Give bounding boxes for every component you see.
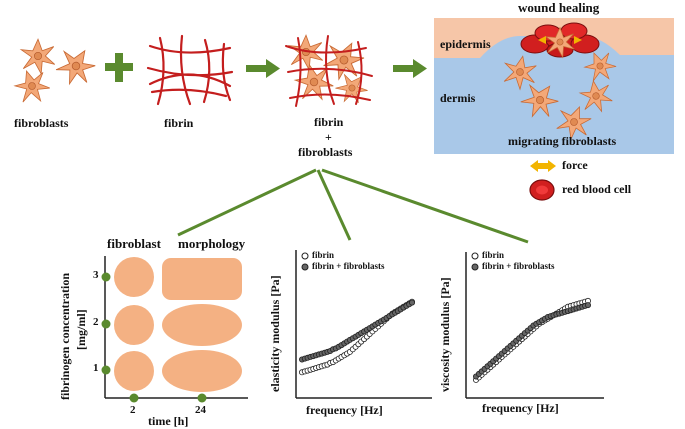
plus-icon [105, 53, 133, 82]
y-tick-2: 2 [93, 316, 99, 328]
fibroblasts-label: fibroblasts [14, 116, 69, 130]
arrow-right-icon [393, 59, 427, 78]
legend-marker-open [301, 252, 309, 260]
viscosity-x-label: frequency [Hz] [482, 401, 559, 415]
mixture-label-line2: fibroblasts [298, 145, 353, 159]
morphology-shape [114, 351, 154, 391]
epidermis-label: epidermis [440, 37, 491, 51]
legend-fibrin-fibroblasts: fibrin + fibroblasts [312, 261, 385, 271]
elasticity-data-points [298, 298, 415, 376]
migrating-fibroblasts-label: migrating fibroblasts [508, 134, 617, 148]
morphology-y-label-b: [mg/ml] [74, 309, 88, 350]
legend-fibrin: fibrin [482, 250, 505, 260]
tick-marker [101, 272, 111, 282]
fibrin-fibroblasts-data-point [408, 299, 415, 306]
fibrin-mesh [146, 34, 234, 106]
red-blood-cell-icon [529, 179, 555, 201]
mixture-label-line1: fibrin [314, 115, 344, 129]
tick-marker [101, 319, 111, 329]
viscosity-y-label: viscosity modulus [Pa] [438, 277, 452, 392]
morphology-title-b: morphology [178, 236, 246, 251]
red-blood-cell-cluster [520, 22, 600, 58]
fibroblast-cells [11, 38, 101, 108]
legend-marker-filled [301, 263, 309, 271]
morphology-shape [162, 350, 242, 392]
y-tick-3: 3 [93, 269, 99, 281]
fibrin-label: fibrin [164, 116, 194, 130]
legend-marker-filled [471, 263, 479, 271]
mixture-plus-label: + [325, 130, 332, 144]
wound-panel [434, 18, 674, 154]
rbc-legend-label: red blood cell [562, 182, 632, 196]
y-tick-1: 1 [93, 362, 99, 374]
fibrin-fibroblasts-data-point [585, 302, 592, 309]
tick-marker [101, 365, 111, 375]
morphology-shape [114, 257, 154, 297]
tick-marker [197, 393, 207, 403]
x-tick-24: 24 [195, 404, 206, 416]
force-legend-label: force [562, 158, 588, 172]
force-icon [530, 160, 556, 172]
morphology-shape [114, 305, 154, 345]
legend-marker-open [471, 252, 479, 260]
morphology-title-a: fibroblast [107, 236, 161, 251]
morphology-panel [101, 256, 248, 403]
dermis-label: dermis [440, 91, 476, 105]
connector-lines [177, 168, 529, 244]
elasticity-chart-axes [295, 250, 432, 399]
elasticity-x-label: frequency [Hz] [306, 403, 383, 417]
tick-marker [129, 393, 139, 403]
viscosity-data-points [472, 297, 592, 383]
viscosity-chart-axes [465, 252, 604, 399]
wound-healing-title: wound healing [518, 0, 600, 15]
fibrin-fibroblast-mixture [285, 34, 373, 110]
morphology-shape [162, 304, 242, 346]
morphology-shape [162, 258, 242, 300]
x-tick-2: 2 [130, 404, 136, 416]
legend-fibrin: fibrin [312, 250, 335, 260]
morphology-x-label: time [h] [148, 414, 189, 428]
arrow-right-icon [246, 59, 280, 78]
legend-fibrin-fibroblasts: fibrin + fibroblasts [482, 261, 555, 271]
morphology-y-label-a: fibrinogen concentration [58, 273, 72, 400]
elasticity-y-label: elasticity modulus [Pa] [268, 275, 282, 392]
